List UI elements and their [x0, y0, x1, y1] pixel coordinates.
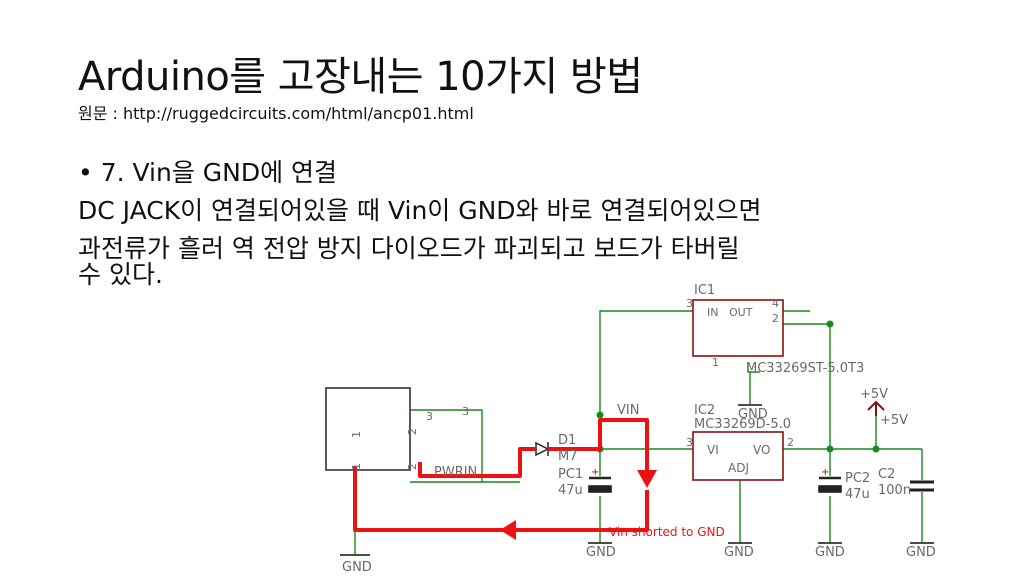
dc-jack-body — [325, 387, 411, 471]
c2-value: 100n — [878, 483, 911, 498]
bullet-item: • 7. Vin을 GND에 연결 — [78, 158, 338, 187]
pc2-value: 47u — [845, 487, 870, 502]
wire-jack-pin3 — [410, 409, 483, 482]
junction-dot — [872, 445, 880, 453]
gnd-label: GND — [815, 545, 845, 560]
gnd-label: GND — [342, 560, 372, 575]
d1-label: D1 — [558, 433, 576, 448]
ic1-pin-3: 3 — [686, 297, 693, 310]
arrow-down-icon — [637, 470, 657, 488]
pc1-plus: + — [591, 467, 599, 478]
body-line-3: 수 있다. — [78, 260, 163, 289]
schematic-labels: IC1 IN OUT MC33269ST-5.0T3 3 4 2 1 IC2 M… — [342, 283, 936, 575]
ic2-pin-2: 2 — [787, 436, 794, 449]
wire-ic1-gnd — [747, 362, 760, 373]
arrow-left-icon — [500, 520, 516, 540]
wire-vin-ic1 — [599, 310, 693, 415]
gnd-label: GND — [738, 407, 768, 422]
ic1-in-pin: IN — [707, 306, 718, 319]
jack-pin-3: 3 — [426, 410, 433, 423]
c2-label: C2 — [878, 467, 895, 482]
jack-pin-1: 1 — [350, 431, 363, 438]
ic1-body — [692, 299, 784, 357]
short-path-return — [353, 466, 649, 532]
shorted-note: Vin shorted to GND — [609, 525, 725, 539]
ic1-pin-4: 4 — [772, 297, 779, 310]
body-line-1: DC JACK이 연결되어있을 때 Vin이 GND와 바로 연결되어있으면 — [78, 196, 762, 225]
plus5v-label: +5V — [860, 387, 888, 402]
wire-ic1-5v — [783, 323, 831, 449]
junctions — [596, 320, 880, 453]
pc1-label: PC1 — [558, 467, 583, 482]
d1-part: M7 — [558, 449, 578, 464]
parts — [325, 299, 934, 493]
short-path-pwrin — [418, 447, 536, 478]
pc2-plate-neg — [818, 485, 842, 493]
pc1-plate-neg — [588, 485, 612, 493]
pc2-plus: + — [821, 467, 829, 478]
plus5v-net-label: +5V — [880, 413, 908, 428]
ic2-adj-pin: ADJ — [728, 461, 749, 475]
jack-wire-pin-1: 1 — [350, 463, 363, 470]
ic2-vi-pin: VI — [707, 443, 719, 457]
jack-wire-pin-3: 3 — [462, 405, 469, 418]
short-path-vin — [548, 418, 649, 472]
ic1-out-pin: OUT — [729, 306, 753, 319]
ic1-pin-1: 1 — [712, 356, 719, 369]
gnd-label: GND — [724, 545, 754, 560]
pc1-value: 47u — [558, 483, 583, 498]
jack-wire-pin-2: 2 — [406, 463, 419, 470]
junction-dot — [826, 445, 834, 453]
jack-pin-2: 2 — [406, 428, 419, 435]
ic1-part: MC33269ST-5.0T3 — [746, 361, 864, 376]
slide-body: • 7. Vin을 GND에 연결 DC JACK이 연결되어있을 때 Vin이… — [78, 154, 978, 294]
ic2-vo-pin: VO — [753, 443, 770, 457]
junction-dot — [596, 411, 604, 419]
schematic-background — [318, 290, 948, 576]
vin-net-label: VIN — [617, 403, 639, 418]
junction-dot — [826, 320, 834, 328]
body-line-2: 과전류가 흘러 역 전압 방지 다이오드가 파괴되고 보드가 타버릴 — [78, 234, 740, 263]
gnd-label: GND — [586, 545, 616, 560]
wires — [354, 310, 923, 555]
ic1-pin-2: 2 — [772, 312, 779, 325]
ic2-pin-3: 3 — [686, 436, 693, 449]
plus5v-symbol — [867, 400, 885, 411]
ic2-label: IC2 — [694, 403, 715, 418]
pc2-label: PC2 — [845, 471, 870, 486]
ic2-body — [692, 431, 784, 481]
slide-title: Arduino를 고장내는 10가지 방법 — [78, 54, 643, 100]
source-link[interactable]: 원문 : http://ruggedcircuits.com/html/ancp… — [78, 104, 474, 123]
diode-d1-symbol — [535, 441, 550, 457]
short-circuit-path — [353, 418, 649, 532]
gnd-symbols — [340, 404, 934, 556]
short-arrows — [500, 470, 657, 540]
junction-dot — [596, 445, 604, 453]
gnd-label: GND — [906, 545, 936, 560]
ic2-part: MC33269D-5.0 — [694, 417, 791, 432]
pwrin-net-label: PWRIN — [434, 465, 477, 480]
